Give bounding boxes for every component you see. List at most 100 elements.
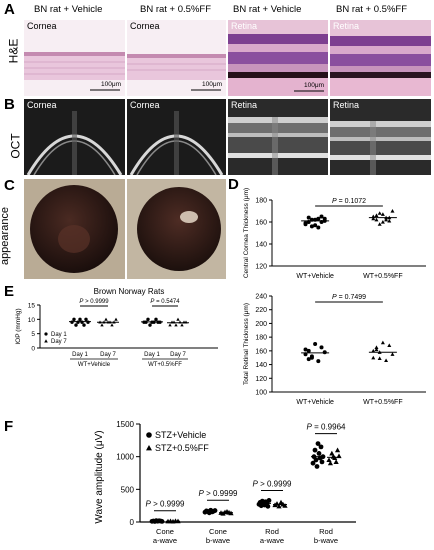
chart-title: Brown Norway Rats (94, 287, 165, 296)
eye-photo-ff (127, 179, 226, 279)
data-point (309, 224, 314, 229)
y-axis-label: Wave amplitude (μV) (94, 430, 105, 523)
x-tick-label: WT+0.5%FF (363, 399, 402, 406)
data-point (315, 441, 321, 446)
he-tile-label: Retina (231, 21, 258, 31)
data-point (319, 345, 324, 350)
data-point (306, 215, 311, 220)
data-point (276, 503, 282, 509)
oct-tile-label: Retina (333, 100, 360, 110)
scale-bar-label: 100μm (303, 82, 324, 89)
data-point (168, 323, 172, 327)
data-point (180, 323, 184, 327)
data-point (313, 457, 319, 463)
data-point (72, 317, 76, 322)
he-retina-image (330, 36, 431, 96)
legend-marker (146, 432, 152, 438)
p-value-label: P > 0.9999 (79, 299, 109, 305)
legend-label: STZ+Vehicle (155, 430, 206, 440)
y-tick-label: 120 (255, 376, 267, 383)
he-tile-retina-vehicle: Retina 100μm (228, 20, 328, 96)
p-value-label: P = 0.7499 (332, 294, 366, 301)
data-point (390, 352, 395, 356)
p-value-label: P > 0.9999 (146, 500, 185, 509)
data-point (371, 355, 376, 360)
x-tick-label: b-wave (314, 536, 338, 545)
data-point (387, 343, 392, 347)
data-point (114, 317, 118, 321)
he-tile-label: Retina (333, 21, 360, 31)
data-point (377, 356, 382, 360)
data-point (313, 223, 318, 228)
scale-bar-label: 100μm (201, 81, 222, 88)
row-label-appearance: appearance (0, 206, 12, 266)
data-point (319, 459, 325, 465)
data-point (318, 444, 324, 450)
y-tick-label: 140 (255, 362, 267, 369)
y-tick-label: 220 (255, 307, 267, 314)
data-point (312, 447, 318, 453)
y-tick-label: 15 (28, 303, 36, 310)
data-point (70, 320, 74, 324)
he-retina-image (228, 34, 328, 96)
y-tick-label: 120 (255, 264, 267, 271)
p-value-label: P = 0.9964 (307, 423, 346, 432)
y-tick-label: 1500 (116, 420, 134, 429)
data-point (266, 498, 272, 503)
oct-tile-retina-ff: Retina (330, 99, 431, 175)
data-point (84, 317, 88, 322)
data-point (374, 347, 379, 352)
x-tick-label: Cone (209, 527, 227, 536)
legend-label: Day 1 (51, 332, 67, 338)
column-title-4: BN rat + 0.5%FF (336, 4, 408, 15)
x-tick-label: Day 1 (144, 352, 160, 358)
oct-retina-image (228, 117, 328, 175)
y-axis-label: Total Retinal Thickness (μm) (243, 303, 250, 385)
x-tick-label: WT+Vehicle (296, 399, 334, 406)
data-point (265, 503, 271, 509)
data-point (384, 358, 389, 363)
he-tile-cornea-ff: Cornea 100μm (127, 20, 226, 96)
x-tick-label: Rod (319, 527, 333, 536)
x-tick-label: Day 1 (72, 352, 88, 358)
data-point (380, 340, 385, 345)
y-tick-label: 1000 (116, 453, 134, 462)
y-axis-label: IOP (mmHg) (15, 308, 22, 344)
data-point (316, 451, 322, 456)
data-point (387, 218, 392, 223)
y-tick-label: 500 (121, 485, 135, 494)
data-point (306, 348, 311, 353)
group-label: WT+0.5%FF (148, 362, 182, 368)
p-value-label: P = 0.1072 (332, 198, 366, 205)
data-point (316, 216, 321, 221)
row-label-he: H&E (6, 38, 21, 64)
data-point (319, 214, 324, 219)
x-tick-label: WT+Vehicle (296, 273, 334, 280)
column-title-2: BN rat + 0.5%FF (140, 4, 212, 15)
x-tick-label: a-wave (260, 536, 284, 545)
data-point (154, 317, 158, 322)
y-tick-label: 160 (255, 348, 267, 355)
data-point (310, 460, 316, 466)
panel-label-f: F (4, 418, 14, 435)
x-tick-label: Rod (265, 527, 279, 536)
data-point (282, 503, 288, 508)
he-cornea-image (24, 52, 125, 91)
data-point (371, 216, 376, 221)
data-point (322, 216, 327, 221)
panel-label-c: C (4, 177, 15, 194)
row-label-oct: OCT (8, 133, 23, 159)
eye-photo-vehicle (24, 179, 125, 279)
p-value-label: P > 0.9999 (253, 479, 292, 488)
data-point (78, 317, 82, 322)
he-cornea-image (127, 54, 226, 91)
oct-tile-label: Cornea (27, 100, 57, 110)
he-tile-label: Cornea (27, 21, 57, 31)
y-tick-label: 5 (31, 331, 35, 338)
oct-cornea-image (26, 111, 123, 175)
data-point (374, 213, 379, 217)
data-point (104, 317, 108, 321)
